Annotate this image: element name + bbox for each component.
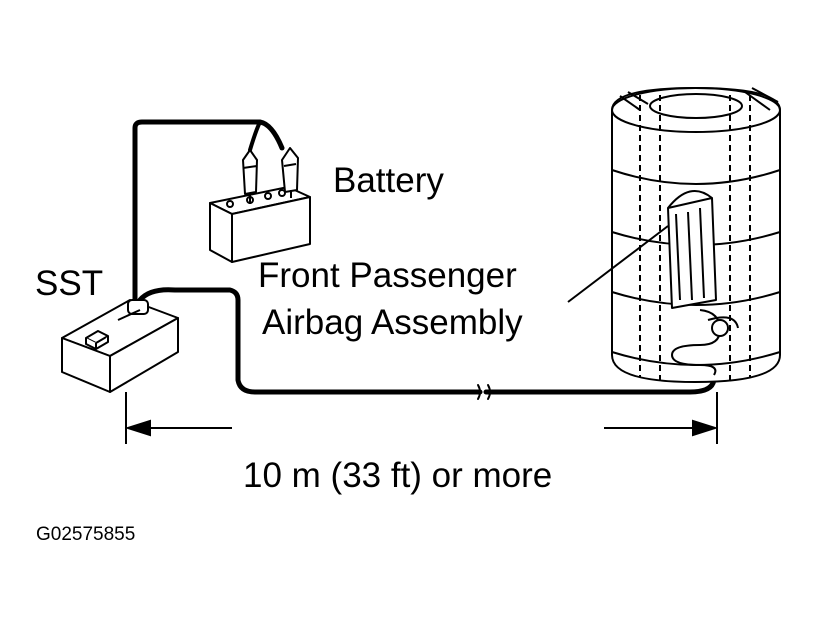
airbag-assembly-icon: [611, 87, 781, 383]
sst-tool-icon: [61, 299, 179, 393]
airbag-label-line2: Airbag Assembly: [262, 303, 523, 342]
battery-label: Battery: [333, 161, 444, 200]
battery-icon: [209, 147, 311, 263]
figure-code: G02575855: [36, 524, 136, 545]
dimension-arrow-icon: [124, 392, 719, 444]
sst-label: SST: [35, 264, 104, 303]
battery-cable: [132, 119, 285, 303]
airbag-leader-line: [567, 225, 669, 303]
airbag-label-line1: Front Passenger: [258, 256, 517, 295]
distance-label: 10 m (33 ft) or more: [243, 456, 553, 495]
